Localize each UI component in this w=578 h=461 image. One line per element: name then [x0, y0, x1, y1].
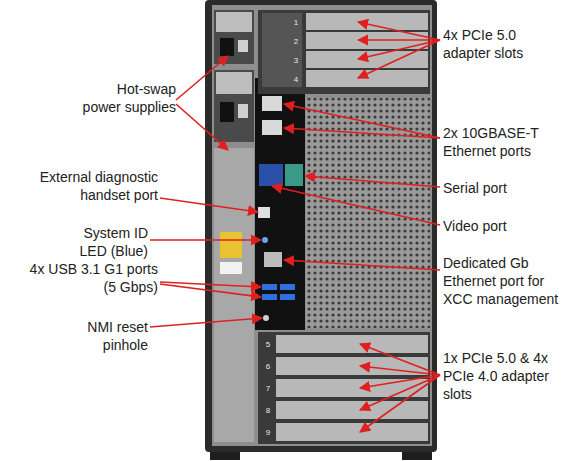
callout-label: Video port	[443, 217, 553, 235]
pcie-slots-bottom	[258, 332, 430, 444]
callout-label: Hot-swap power supplies	[80, 80, 176, 116]
pcie-slots-top	[306, 13, 428, 30]
callout-label: System ID LED (Blue)	[66, 224, 148, 260]
chassis	[210, 452, 240, 460]
power-supply	[238, 40, 248, 52]
leader-arrow	[358, 22, 440, 40]
slot-number: 3	[291, 56, 301, 65]
leader-arrow	[305, 176, 440, 187]
leader-arrow	[360, 375, 440, 388]
slot-number: 7	[263, 384, 273, 393]
leader-arrow	[360, 344, 440, 375]
chassis	[205, 0, 437, 452]
io-panel	[262, 294, 277, 300]
leader-arrow	[150, 318, 262, 327]
side-panel	[220, 232, 242, 258]
side-panel	[220, 262, 242, 274]
slot-number: 4	[291, 75, 301, 84]
slot-number: 2	[291, 37, 301, 46]
io-panel	[280, 294, 295, 300]
leader-arrow	[284, 260, 440, 270]
callout-label: External diagnostic handset port	[22, 168, 158, 204]
pcie-slots-bottom	[276, 357, 428, 375]
chassis	[212, 5, 432, 446]
io-panel	[258, 207, 270, 218]
slot-number: 8	[263, 406, 273, 415]
io-panel	[285, 164, 303, 186]
pcie-slots-top	[258, 10, 430, 94]
leader-arrow	[150, 239, 261, 241]
leader-arrow	[360, 375, 440, 432]
pcie-slots-bottom	[276, 335, 428, 353]
callout-label: NMI reset pinhole	[68, 318, 148, 354]
callout-label: 1x PCIe 5.0 & 4x PCIe 4.0 adapter slots	[443, 349, 553, 403]
callout-label: 2x 10GBASE-T Ethernet ports	[443, 124, 555, 160]
pcie-slots-bottom	[258, 332, 430, 444]
leader-arrow	[150, 22, 440, 432]
leader-arrow	[284, 128, 440, 138]
io-panel	[264, 252, 282, 267]
power-supply	[220, 38, 234, 56]
power-supply	[216, 72, 252, 94]
power-supply	[214, 10, 254, 64]
pcie-slots-top	[306, 70, 428, 87]
leader-arrow	[358, 40, 440, 78]
leader-arrow	[176, 104, 228, 150]
io-panel	[262, 120, 282, 135]
chassis	[402, 452, 432, 460]
io-panel	[263, 315, 269, 321]
io-panel	[262, 284, 277, 290]
callout-label: 4x PCIe 5.0 adapter slots	[443, 26, 543, 62]
pcie-slots-bottom	[276, 401, 428, 419]
leader-arrow	[272, 186, 440, 225]
power-supply	[238, 104, 248, 118]
pcie-slots-bottom	[276, 423, 428, 441]
leader-arrow	[160, 198, 258, 212]
power-supply	[220, 102, 234, 122]
io-panel	[255, 78, 305, 330]
leader-arrow	[358, 39, 440, 41]
callout-label: 4x USB 3.1 G1 ports (5 Gbps)	[16, 260, 158, 296]
slot-number: 9	[263, 428, 273, 437]
io-panel	[259, 164, 283, 186]
callout-label: Dedicated Gb Ethernet port for XCC manag…	[443, 254, 575, 308]
pcie-slots-top	[262, 13, 302, 87]
leader-arrow	[360, 366, 440, 375]
power-supply	[214, 70, 254, 142]
power-supply	[214, 10, 254, 142]
io-panel	[262, 237, 268, 243]
leader-arrow	[176, 56, 228, 100]
leader-arrow	[358, 40, 440, 59]
slot-number: 1	[291, 18, 301, 27]
leader-arrow	[360, 375, 440, 410]
pcie-slots-top	[258, 10, 430, 94]
io-panel	[280, 284, 295, 290]
slot-number: 6	[263, 362, 273, 371]
callout-label: Serial port	[443, 179, 553, 197]
leader-arrow	[284, 104, 440, 138]
leader-arrow	[160, 284, 261, 297]
io-panel	[255, 78, 305, 330]
slot-number: 5	[263, 340, 273, 349]
pcie-slots-bottom	[276, 379, 428, 397]
power-supply	[216, 12, 252, 32]
io-panel	[262, 96, 282, 111]
